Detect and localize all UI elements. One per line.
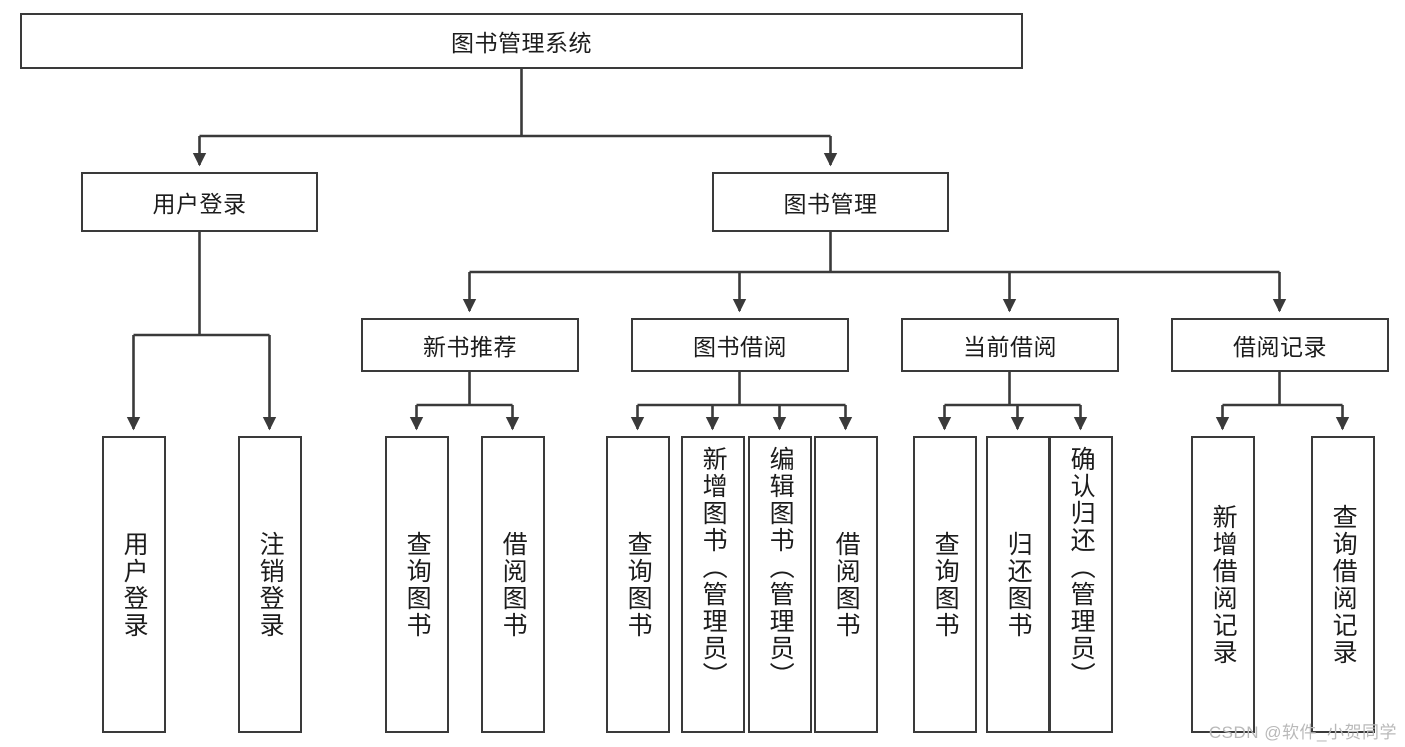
leaf-borrow-book-borrow[interactable]: 借阅图书 [814, 436, 878, 733]
node-user-login[interactable]: 用户登录 [81, 172, 318, 232]
csdn-watermark: CSDN @软件_小贺同学 [1208, 723, 1397, 742]
leaf-query-book-borrow[interactable]: 查询图书 [606, 436, 670, 733]
leaf-return-book[interactable]: 归还图书 [986, 436, 1050, 733]
leaf-confirm-return-admin-label: 确认归还（管理员） [1067, 446, 1096, 689]
node-root[interactable]: 图书管理系统 [20, 13, 1023, 69]
leaf-user-login-label: 用户登录 [120, 530, 149, 639]
leaf-borrow-book-borrow-label: 借阅图书 [832, 530, 861, 639]
node-new-book-recommend[interactable]: 新书推荐 [361, 318, 579, 372]
node-borrow-record-label: 借阅记录 [1233, 334, 1327, 360]
node-current-borrow-label: 当前借阅 [963, 334, 1057, 360]
leaf-add-borrow-record-label: 新增借阅记录 [1209, 503, 1238, 666]
leaf-add-book-admin[interactable]: 新增图书（管理员） [681, 436, 745, 733]
leaf-return-book-label: 归还图书 [1004, 530, 1033, 639]
node-book-management[interactable]: 图书管理 [712, 172, 949, 232]
node-book-borrow[interactable]: 图书借阅 [631, 318, 849, 372]
node-borrow-record[interactable]: 借阅记录 [1171, 318, 1389, 372]
leaf-query-borrow-record[interactable]: 查询借阅记录 [1311, 436, 1375, 733]
leaf-logout[interactable]: 注销登录 [238, 436, 302, 733]
leaf-confirm-return-admin[interactable]: 确认归还（管理员） [1049, 436, 1113, 733]
leaf-query-book-current[interactable]: 查询图书 [913, 436, 977, 733]
node-user-login-label: 用户登录 [152, 191, 247, 217]
leaf-borrow-book-newbook[interactable]: 借阅图书 [481, 436, 545, 733]
leaf-add-book-admin-label: 新增图书（管理员） [699, 446, 728, 689]
leaf-query-borrow-record-label: 查询借阅记录 [1329, 503, 1358, 666]
leaf-query-book-current-label: 查询图书 [931, 530, 960, 639]
leaf-query-book-newbook-label: 查询图书 [403, 530, 432, 639]
leaf-edit-book-admin-label: 编辑图书（管理员） [766, 446, 795, 689]
leaf-query-book-borrow-label: 查询图书 [624, 530, 653, 639]
node-root-label: 图书管理系统 [451, 30, 592, 56]
node-book-management-label: 图书管理 [783, 191, 878, 217]
leaf-query-book-newbook[interactable]: 查询图书 [385, 436, 449, 733]
leaf-logout-label: 注销登录 [256, 530, 285, 639]
node-current-borrow[interactable]: 当前借阅 [901, 318, 1119, 372]
leaf-user-login[interactable]: 用户登录 [102, 436, 166, 733]
leaf-edit-book-admin[interactable]: 编辑图书（管理员） [748, 436, 812, 733]
leaf-add-borrow-record[interactable]: 新增借阅记录 [1191, 436, 1255, 733]
node-book-borrow-label: 图书借阅 [693, 334, 787, 360]
leaf-borrow-book-newbook-label: 借阅图书 [499, 530, 528, 639]
node-new-book-recommend-label: 新书推荐 [423, 334, 517, 360]
